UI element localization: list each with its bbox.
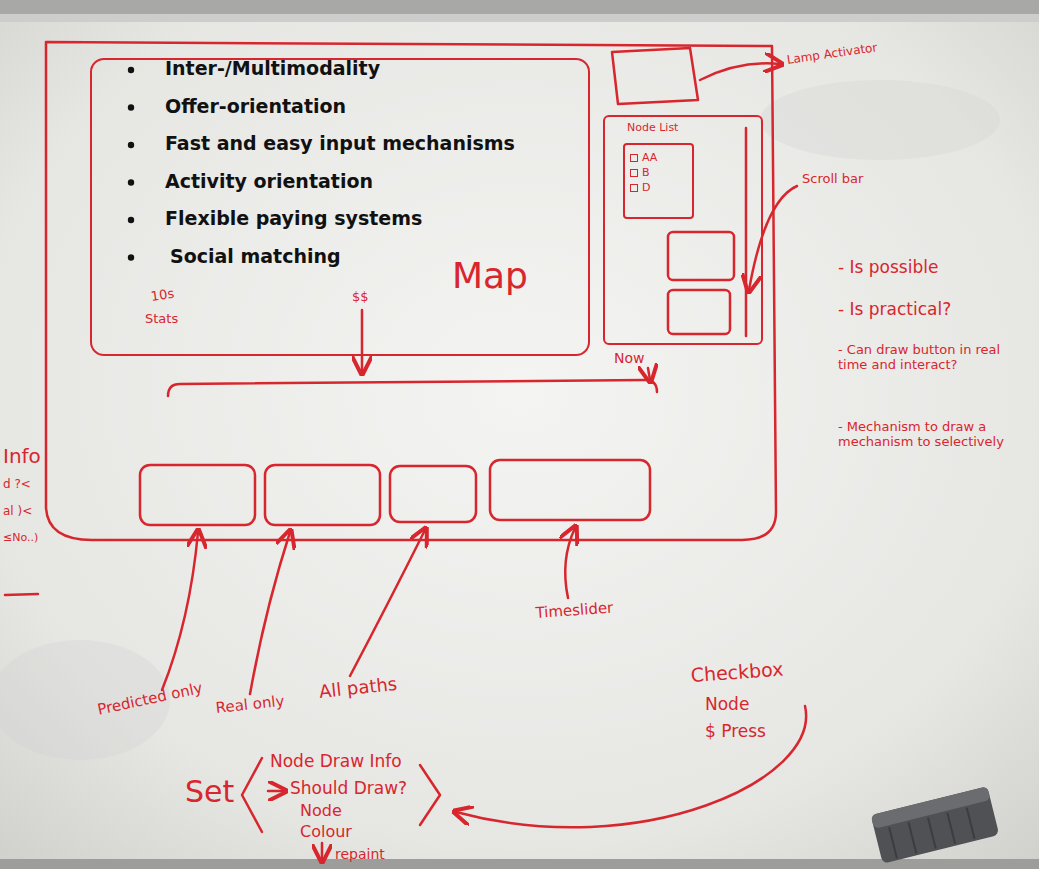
- eraser-ridge: [947, 813, 955, 844]
- handwritten-note: Predicted only: [96, 680, 204, 719]
- bullet-text: Fast and easy input mechanisms: [165, 133, 515, 155]
- box-title: Node List: [627, 122, 678, 135]
- handwritten-note: Should Draw?: [290, 779, 407, 799]
- eraser-ridge: [889, 827, 897, 858]
- bullet-text: Flexible paying systems: [165, 208, 422, 230]
- arrow: [162, 532, 198, 690]
- eraser-body: [871, 786, 1000, 864]
- node-list-panel: Node ListAABD: [603, 115, 763, 345]
- list-item: B: [630, 165, 687, 180]
- scroll-bar: [745, 128, 748, 336]
- handwritten-note: - Is practical?: [838, 300, 951, 320]
- arrow: [250, 532, 290, 694]
- arrow: [268, 790, 284, 793]
- handwritten-note: All paths: [318, 674, 398, 703]
- board-frame: [0, 0, 1039, 14]
- eraser-top: [871, 786, 991, 829]
- angle-bracket: [420, 765, 440, 825]
- eraser-ridge: [909, 822, 917, 853]
- handwritten-note: Checkbox: [690, 659, 784, 687]
- arrow: [321, 843, 324, 860]
- eraser-ridge: [967, 808, 975, 839]
- bullet-dot: [128, 67, 134, 73]
- handwritten-note: - Mechanism to draw a mechanism to selec…: [838, 420, 1030, 450]
- bullet-text: Offer-orientation: [165, 96, 346, 118]
- handwritten-note: Stats: [145, 312, 178, 327]
- bullet-dot: [128, 104, 134, 110]
- handwritten-note: al )<: [3, 505, 32, 519]
- slider-box: [490, 460, 650, 520]
- handwritten-note: Lamp Activator: [786, 41, 878, 67]
- bullet-text: Social matching: [170, 246, 341, 268]
- panel-box: [668, 290, 730, 334]
- handwritten-note: Real only: [215, 693, 285, 717]
- list-item: D: [630, 180, 687, 195]
- underline: [5, 594, 38, 595]
- board-frame-edge: [0, 14, 1039, 22]
- handwritten-note: Now: [614, 350, 645, 366]
- handwritten-note: - Is possible: [838, 258, 938, 278]
- eraser-ridge: [928, 817, 936, 848]
- arrow: [361, 310, 364, 372]
- handwritten-note: repaint: [335, 846, 385, 862]
- handwritten-note: 10s: [150, 287, 175, 305]
- handwritten-note: Scroll bar: [802, 172, 863, 187]
- handwritten-note: Timeslider: [535, 600, 614, 623]
- handwritten-note: - Can draw button in real time and inter…: [838, 343, 1030, 373]
- bullet-dot: [128, 254, 134, 260]
- handwritten-note: Info: [3, 445, 41, 468]
- bullet-dot: [128, 179, 134, 185]
- bullet-dot: [128, 217, 134, 223]
- arrow: [350, 530, 425, 676]
- handwritten-note: d ?<: [3, 478, 31, 492]
- button-box: [265, 465, 380, 525]
- handwritten-note: $$: [352, 290, 369, 305]
- eraser: [871, 786, 1000, 864]
- handwritten-note: Node: [300, 802, 342, 820]
- screen-outline: [46, 42, 776, 540]
- box-title: Map: [452, 255, 528, 296]
- button-box: [140, 465, 255, 525]
- lamp-activator-box: [612, 48, 698, 104]
- handwritten-note: Colour: [300, 823, 352, 841]
- bullet-dot: [128, 142, 134, 148]
- leader-line: [700, 63, 780, 80]
- curved-arrow: [456, 706, 806, 827]
- handwritten-note: ≤No..): [3, 532, 38, 545]
- arrow: [565, 528, 575, 598]
- panel-box: [668, 232, 734, 280]
- bracket-line: [168, 380, 657, 396]
- bullet-text: Inter-/Multimodality: [165, 58, 380, 80]
- leader-line: [749, 186, 797, 290]
- list-item: AA: [630, 150, 687, 165]
- bullet-text: Activity orientation: [165, 171, 373, 193]
- smudge: [760, 80, 1000, 160]
- button-box: [390, 466, 476, 522]
- node-list-box: AABD: [623, 143, 694, 219]
- angle-bracket: [242, 758, 262, 832]
- handwritten-note: Node: [705, 695, 749, 715]
- handwritten-note: Node Draw Info: [270, 752, 402, 772]
- handwritten-note: $ Press: [705, 722, 766, 742]
- handwritten-note: Set: [185, 775, 234, 810]
- arrow: [648, 368, 650, 380]
